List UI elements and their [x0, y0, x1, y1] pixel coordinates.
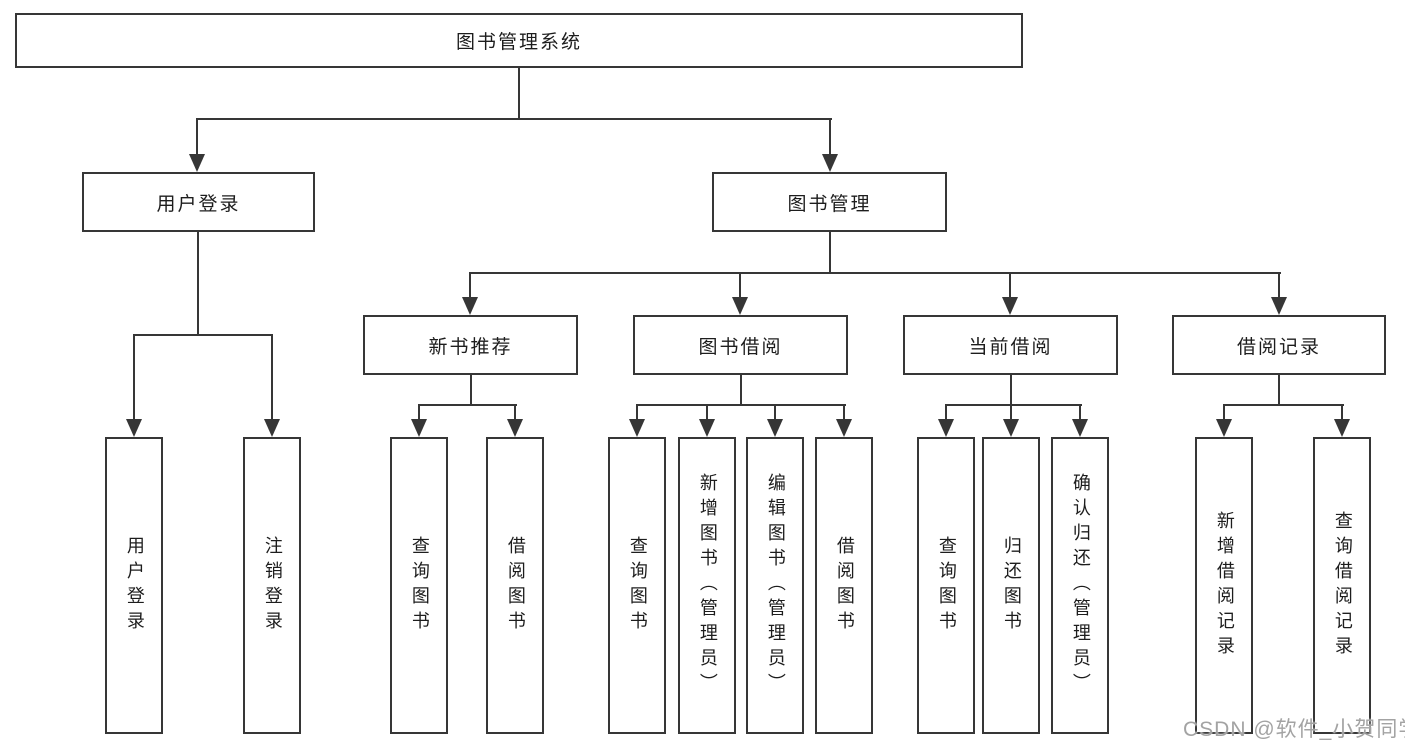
node-library-management-system: 图书管理系统	[15, 13, 1023, 68]
node-label: 归还图书	[1001, 535, 1022, 636]
leaf-logout: 注销登录	[243, 437, 301, 734]
node-book-management: 图书管理	[712, 172, 947, 232]
connector-line	[1341, 404, 1343, 422]
connector-line	[470, 375, 472, 405]
node-label: 新增借阅记录	[1214, 510, 1235, 661]
node-label: 查询图书	[627, 535, 648, 636]
connector-line	[469, 272, 1281, 274]
node-label: 查询图书	[936, 535, 957, 636]
leaf-user-login: 用户登录	[105, 437, 163, 734]
node-new-book-recommend: 新书推荐	[363, 315, 578, 375]
arrow-down-icon	[938, 419, 954, 437]
arrow-down-icon	[1002, 297, 1018, 315]
connector-line	[843, 404, 845, 422]
arrow-down-icon	[836, 419, 852, 437]
node-label: 查询图书	[409, 535, 430, 636]
node-user-login: 用户登录	[82, 172, 315, 232]
arrow-down-icon	[767, 419, 783, 437]
connector-line	[514, 404, 516, 422]
connector-line	[196, 118, 198, 158]
arrow-down-icon	[189, 154, 205, 172]
arrow-down-icon	[629, 419, 645, 437]
connector-line	[636, 404, 846, 406]
arrow-down-icon	[1271, 297, 1287, 315]
connector-line	[1278, 272, 1280, 299]
arrow-down-icon	[822, 154, 838, 172]
connector-line	[945, 404, 947, 422]
leaf-query-books-recommend: 查询图书	[390, 437, 448, 734]
connector-line	[469, 272, 471, 299]
leaf-return-book: 归还图书	[982, 437, 1040, 734]
connector-line	[829, 232, 831, 273]
node-label: 用户登录	[124, 535, 145, 636]
leaf-add-book-admin: 新增图书（管理员）	[678, 437, 736, 734]
leaf-edit-book-admin: 编辑图书（管理员）	[746, 437, 804, 734]
arrow-down-icon	[1003, 419, 1019, 437]
node-label: 用户登录	[156, 193, 241, 215]
node-label: 新书推荐	[428, 336, 513, 358]
node-label: 图书管理	[787, 193, 872, 215]
connector-line	[774, 404, 776, 422]
connector-line	[1010, 404, 1012, 422]
arrow-down-icon	[462, 297, 478, 315]
connector-line	[829, 118, 831, 158]
connector-line	[418, 404, 420, 422]
connector-line	[739, 272, 741, 299]
connector-line	[271, 334, 273, 422]
node-current-borrow: 当前借阅	[903, 315, 1118, 375]
connector-line	[1223, 404, 1225, 422]
leaf-borrow-books: 借阅图书	[815, 437, 873, 734]
leaf-query-borrow-record: 查询借阅记录	[1313, 437, 1371, 734]
connector-line	[518, 68, 520, 119]
node-label: 借阅图书	[505, 535, 526, 636]
leaf-borrow-books-recommend: 借阅图书	[486, 437, 544, 734]
arrow-down-icon	[1072, 419, 1088, 437]
leaf-query-books-borrow: 查询图书	[608, 437, 666, 734]
connector-line	[133, 334, 135, 422]
watermark-text: CSDN @软件_小贺同学	[1183, 718, 1405, 741]
node-label: 确认归还（管理员）	[1070, 473, 1091, 698]
connector-line	[418, 404, 517, 406]
arrow-down-icon	[699, 419, 715, 437]
arrow-down-icon	[126, 419, 142, 437]
connector-line	[1223, 404, 1344, 406]
node-label: 借阅记录	[1236, 336, 1321, 358]
leaf-add-borrow-record: 新增借阅记录	[1195, 437, 1253, 734]
connector-line	[1278, 375, 1280, 405]
connector-line	[740, 375, 742, 405]
node-label: 新增图书（管理员）	[697, 473, 718, 698]
node-label: 图书管理系统	[455, 32, 582, 53]
arrow-down-icon	[411, 419, 427, 437]
node-label: 查询借阅记录	[1332, 510, 1353, 661]
connector-line	[196, 118, 832, 120]
arrow-down-icon	[1334, 419, 1350, 437]
node-book-borrow: 图书借阅	[633, 315, 848, 375]
arrow-down-icon	[264, 419, 280, 437]
connector-line	[636, 404, 638, 422]
connector-line	[1010, 375, 1012, 405]
node-label: 图书借阅	[698, 336, 783, 358]
node-label: 借阅图书	[834, 535, 855, 636]
leaf-confirm-return-admin: 确认归还（管理员）	[1051, 437, 1109, 734]
connector-line	[706, 404, 708, 422]
arrow-down-icon	[507, 419, 523, 437]
connector-line	[1079, 404, 1081, 422]
connector-line	[1009, 272, 1011, 299]
node-borrow-records: 借阅记录	[1172, 315, 1386, 375]
connector-line	[133, 334, 273, 336]
node-label: 编辑图书（管理员）	[765, 473, 786, 698]
node-label: 注销登录	[262, 535, 283, 636]
connector-line	[945, 404, 1082, 406]
arrow-down-icon	[732, 297, 748, 315]
arrow-down-icon	[1216, 419, 1232, 437]
node-label: 当前借阅	[968, 336, 1053, 358]
leaf-query-books-current: 查询图书	[917, 437, 975, 734]
connector-line	[197, 232, 199, 335]
